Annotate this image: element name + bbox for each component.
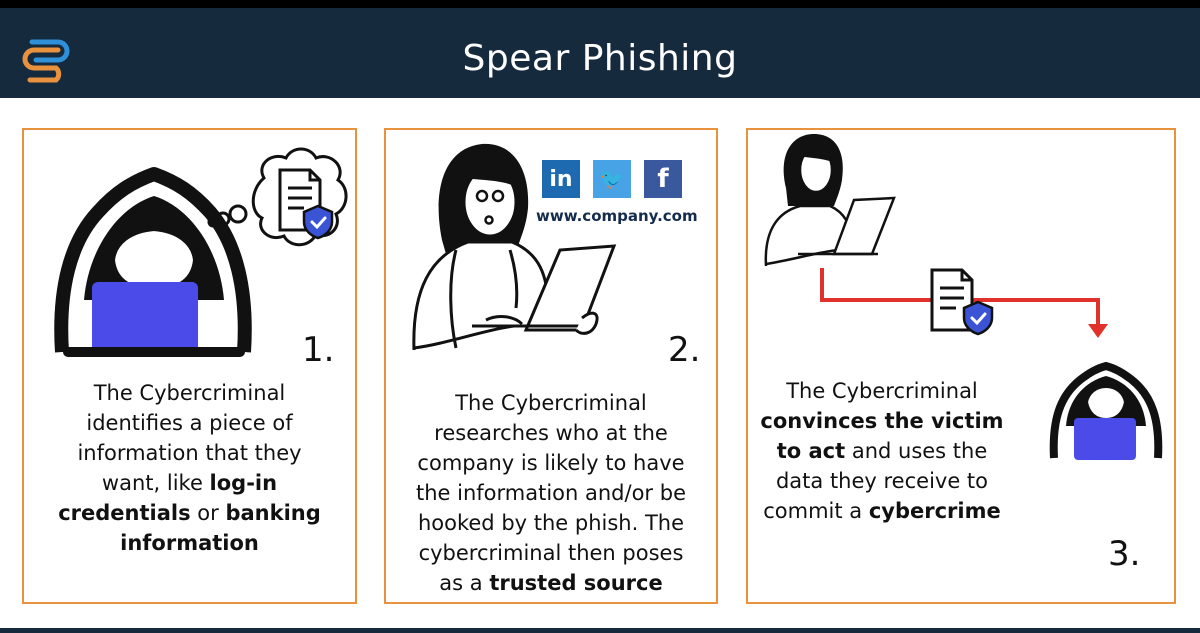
description-line: company is likely to have <box>386 448 716 478</box>
facebook-icon: f <box>644 160 682 198</box>
twitter-icon: 🐦 <box>593 160 631 198</box>
description-line: to act and uses the <box>752 436 1012 466</box>
thought-bubble <box>207 147 348 247</box>
description-line: as a trusted source <box>386 568 716 598</box>
step-panel-1: 1. The Cybercriminal identifies a piece o… <box>22 128 357 604</box>
bold-text: information <box>120 531 259 555</box>
description-line: The Cybercriminal <box>752 376 1012 406</box>
text-run: information that they <box>77 441 302 465</box>
description-line: information that they <box>24 438 355 468</box>
text-run: The Cybercriminal <box>93 381 286 405</box>
description-line: commit a cybercrime <box>752 496 1012 526</box>
bottom-bar <box>0 628 1200 633</box>
text-run: or <box>190 501 226 525</box>
description-line: information <box>24 528 355 558</box>
description-line: researches who at the <box>386 418 716 448</box>
description-line: convinces the victim <box>752 406 1012 436</box>
researcher-woman-illustration <box>412 143 617 351</box>
victim-woman-icon <box>764 134 896 267</box>
text-run: want, like <box>101 471 210 495</box>
brand-logo-icon <box>22 39 70 83</box>
description-line: The Cybercriminal <box>386 388 716 418</box>
description-line: credentials or banking <box>24 498 355 528</box>
step-description: The Cybercriminal identifies a piece of in… <box>24 378 355 558</box>
hacker-icon <box>54 167 252 357</box>
description-line: hooked by the phish. The <box>386 508 716 538</box>
text-run: researches who at the <box>434 421 668 445</box>
page-title: Spear Phishing <box>462 38 738 79</box>
text-run: data they receive to <box>775 469 989 493</box>
step-description: The Cybercriminal convinces the victim to … <box>752 376 1012 526</box>
header-bar: Spear Phishing <box>0 8 1200 98</box>
text-run: as a <box>439 571 490 595</box>
text-run: hooked by the phish. The <box>417 511 685 535</box>
shield-icon <box>962 300 994 336</box>
description-line: data they receive to <box>752 466 1012 496</box>
arrow-head-icon <box>1088 324 1108 338</box>
description-line: the information and/or be <box>386 478 716 508</box>
text-run: commit a <box>763 499 869 523</box>
text-run: the information and/or be <box>415 481 686 505</box>
text-run: and uses the <box>845 439 988 463</box>
stolen-document-icon <box>930 268 994 336</box>
text-run: identifies a piece of <box>86 411 293 435</box>
laptop-icon <box>523 244 617 332</box>
bold-text: cybercrime <box>868 499 1001 523</box>
bold-text: trusted source <box>489 571 663 595</box>
description-line: The Cybercriminal <box>24 378 355 408</box>
step-number: 2. <box>668 330 701 370</box>
step-description: The Cybercriminal researches who at the co… <box>386 388 716 598</box>
woman-with-laptop-icon <box>412 143 617 351</box>
steps-area: 1. The Cybercriminal identifies a piece o… <box>0 98 1200 628</box>
step-number: 1. <box>302 330 335 370</box>
laptop-screen <box>92 282 198 356</box>
step-panel-2: in 🐦 f www.company.com 2. The Cybercrimina… <box>384 128 718 604</box>
attack-flow-illustration <box>764 134 1163 460</box>
hacker-thinking-illustration <box>54 147 348 357</box>
description-line: want, like log-in <box>24 468 355 498</box>
hacker-icon <box>1049 361 1163 460</box>
bold-text: convinces the victim <box>760 409 1004 433</box>
text-run: The Cybercriminal <box>786 379 978 403</box>
step-number: 3. <box>1108 534 1141 574</box>
text-run: The Cybercriminal <box>455 391 647 415</box>
step-panel-3: 3. The Cybercriminal convinces the victim… <box>746 128 1176 604</box>
text-run: cybercriminal then poses <box>418 541 684 565</box>
description-line: cybercriminal then poses <box>386 538 716 568</box>
bold-text: log-in <box>209 471 278 495</box>
shield-icon <box>302 204 334 240</box>
bold-text: to act <box>776 439 846 463</box>
website-text: www.company.com <box>536 207 698 225</box>
bold-text: credentials <box>58 501 191 525</box>
text-run: company is likely to have <box>417 451 685 475</box>
linkedin-icon: in <box>542 160 580 198</box>
description-line: identifies a piece of <box>24 408 355 438</box>
bold-text: banking <box>225 501 321 525</box>
